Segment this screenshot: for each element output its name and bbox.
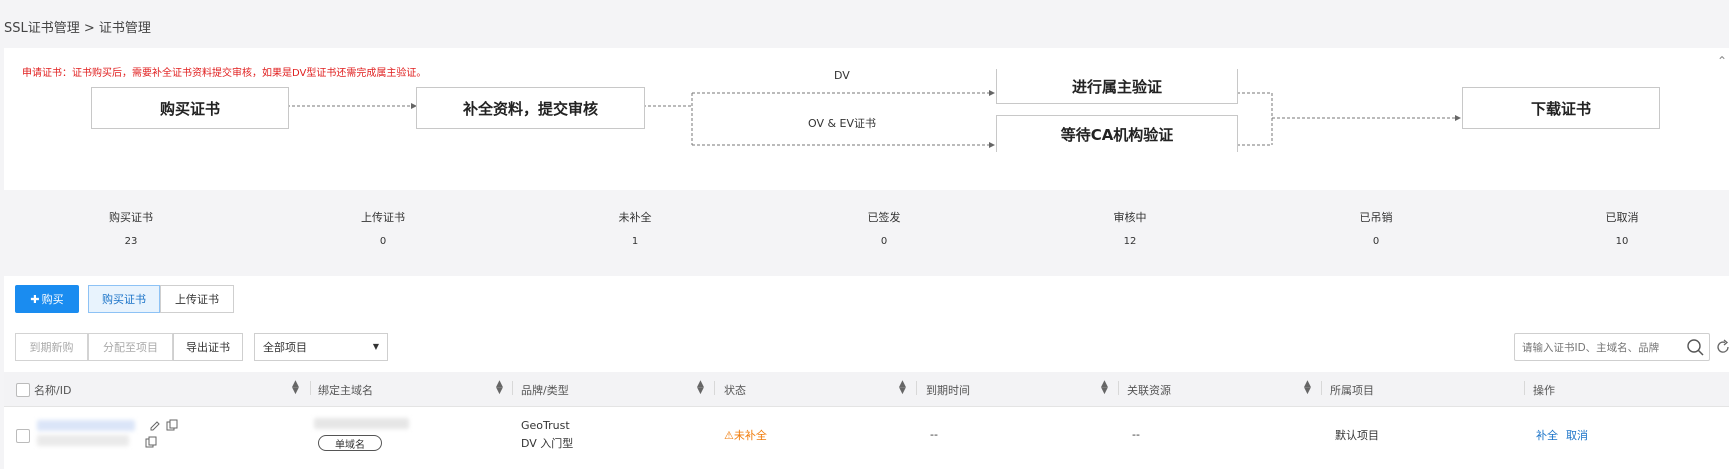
certificate-list-panel: ✚购买 购买证书 上传证书 到期新购 分配至项目 导出证书 全部项目 ▼ 名称/… (4, 276, 1729, 469)
column-divider (310, 381, 311, 395)
edit-icon[interactable] (149, 420, 161, 432)
th-action: 操作 (1533, 384, 1555, 397)
assign-project-button[interactable]: 分配至项目 (88, 333, 173, 361)
step-ca-verify: 等待CA机构验证 (996, 115, 1238, 152)
breadcrumb: SSL证书管理 > 证书管理 (4, 21, 151, 36)
related-resource: -- (1132, 428, 1140, 441)
copy-icon[interactable] (145, 436, 157, 448)
column-divider (1524, 381, 1525, 395)
flow-note: 申请证书：证书购买后，需要补全证书资料提交审核，如果是DV型证书还需完成属主验证… (22, 68, 427, 79)
sort-icon[interactable]: ▲▼ (1101, 379, 1108, 396)
step-download: 下载证书 (1462, 87, 1660, 129)
tab-buy-certs[interactable]: 购买证书 (88, 285, 160, 313)
flow-panel: 申请证书：证书购买后，需要补全证书资料提交审核，如果是DV型证书还需完成属主验证… (4, 48, 1729, 190)
tab-upload-certs[interactable]: 上传证书 (160, 285, 234, 313)
step-buy: 购买证书 (91, 87, 289, 129)
th-name: 名称/ID (34, 384, 72, 397)
cancel-link[interactable]: 取消 (1566, 429, 1588, 442)
brand: GeoTrust (521, 419, 570, 432)
copy-icon[interactable] (166, 419, 178, 431)
row-checkbox[interactable] (16, 429, 30, 443)
select-all-checkbox[interactable] (16, 383, 30, 397)
refresh-icon[interactable] (1715, 339, 1729, 355)
th-resource: 关联资源 (1127, 384, 1171, 397)
column-divider (916, 381, 917, 395)
step-submit: 补全资料，提交审核 (416, 87, 645, 129)
sort-icon[interactable]: ▲▼ (292, 379, 299, 396)
project-select[interactable]: 全部项目 ▼ (254, 333, 388, 361)
th-brand: 品牌/类型 (521, 384, 569, 397)
sort-icon[interactable]: ▲▼ (899, 379, 906, 396)
complete-link[interactable]: 补全 (1536, 429, 1558, 442)
renew-button[interactable]: 到期新购 (15, 333, 88, 361)
collapse-icon[interactable]: ⌃ (1716, 54, 1727, 68)
column-divider (714, 381, 715, 395)
flow-arrows (287, 90, 1461, 148)
th-status: 状态 (724, 384, 746, 397)
search-icon[interactable] (1686, 338, 1704, 356)
expire-time: -- (930, 428, 938, 441)
export-button[interactable]: 导出证书 (173, 333, 243, 361)
dv-label: DV (834, 69, 850, 82)
domain-type-tag: 单域名 (318, 435, 382, 451)
th-expire: 到期时间 (926, 384, 970, 397)
plus-icon: ✚ (30, 292, 40, 306)
domain-redacted (314, 418, 409, 429)
search-input[interactable] (1520, 335, 1674, 361)
cert-name-redacted[interactable] (37, 420, 135, 431)
column-divider (1321, 381, 1322, 395)
th-project: 所属项目 (1330, 384, 1374, 397)
table-header: 名称/ID ▲▼ 绑定主域名 ▲▼ 品牌/类型 ▲▼ 状态 ▲▼ 到期时间 ▲▼… (4, 372, 1729, 407)
th-domain: 绑定主域名 (318, 384, 373, 397)
column-divider (1118, 381, 1119, 395)
table-row: 单域名 GeoTrust DV 入门型 ⚠未补全 -- -- 默认项目 补全 取… (4, 407, 1729, 469)
cert-type: DV 入门型 (521, 437, 574, 450)
cert-id-redacted (37, 435, 129, 446)
chevron-down-icon: ▼ (372, 342, 379, 351)
ov-ev-label: OV & EV证书 (808, 117, 877, 130)
project-select-value: 全部项目 (263, 341, 307, 354)
status-badge: ⚠未补全 (724, 429, 767, 442)
project: 默认项目 (1335, 429, 1379, 442)
warning-icon: ⚠ (724, 429, 734, 442)
buy-button[interactable]: ✚购买 (15, 285, 79, 313)
step-owner-verify: 进行属主验证 (996, 69, 1238, 104)
search-box[interactable] (1514, 333, 1710, 361)
sort-icon[interactable]: ▲▼ (496, 379, 503, 396)
sort-icon[interactable]: ▲▼ (1304, 379, 1311, 396)
column-divider (512, 381, 513, 395)
sort-icon[interactable]: ▲▼ (697, 379, 704, 396)
